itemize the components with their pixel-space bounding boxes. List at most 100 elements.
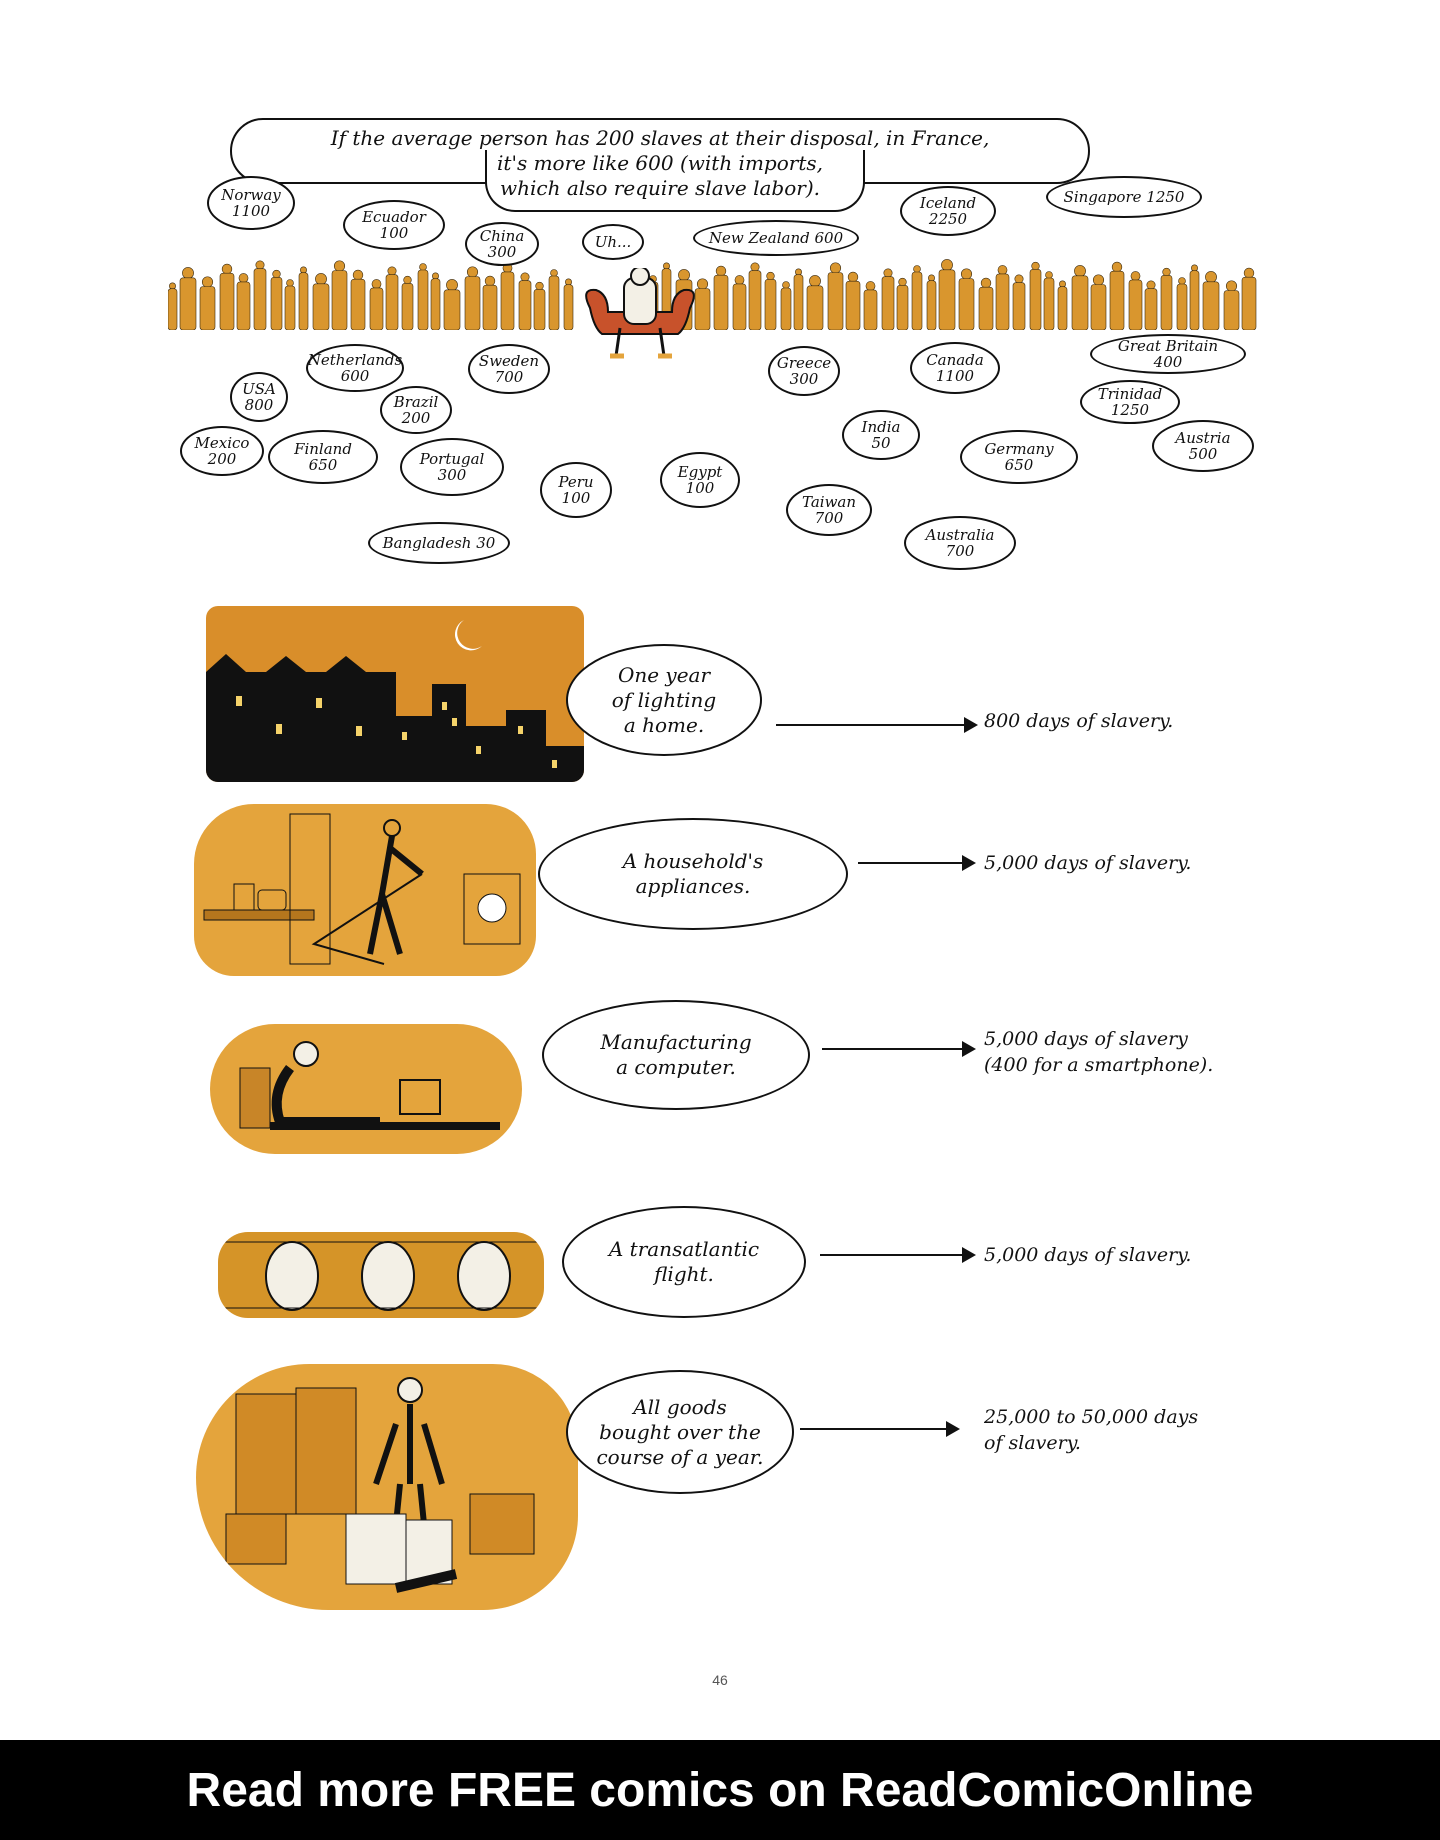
crowd-person-body (350, 278, 366, 330)
crowd-person-head (371, 279, 382, 289)
crowd-person-body (482, 284, 498, 330)
country-bubble: Norway 1100 (207, 176, 295, 230)
crowd-person-body (401, 283, 414, 330)
crowd-person-body (548, 275, 560, 330)
lighting-arrow (776, 717, 978, 733)
computer-result: 5,000 days of slavery (400 for a smartph… (984, 1028, 1214, 1076)
crowd-person-head (1146, 280, 1156, 290)
crowd-person-head (997, 265, 1008, 275)
crowd-person-body (369, 287, 384, 330)
crowd-person-body (845, 280, 861, 330)
crowd-person-body (995, 273, 1010, 330)
crowd-person-body (236, 281, 251, 330)
crowd-person-head (1074, 265, 1086, 277)
crowd-person-head (1178, 277, 1186, 285)
crowd-person-head (1014, 274, 1024, 284)
crowd-person-body (1012, 282, 1026, 330)
crowd-person-body (500, 271, 515, 330)
crowd-person-head (898, 277, 907, 287)
crowd-person-body (270, 277, 283, 330)
country-bubble: China 300 (465, 222, 539, 266)
crowd-person-body (694, 288, 711, 330)
promo-banner[interactable]: Read more FREE comics on ReadComicOnline (0, 1740, 1440, 1840)
crowd-person-body (978, 286, 994, 330)
country-bubble: Iceland 2250 (900, 186, 996, 236)
crowd-person-body (1043, 277, 1055, 330)
crowd-person-body (926, 280, 937, 330)
crowd-person-head (352, 269, 364, 281)
crowd-person-head (403, 275, 412, 285)
crowd-person-body (464, 276, 481, 330)
crowd-person-body (1029, 269, 1042, 330)
crowd-person-body (533, 289, 546, 330)
crowd-person-head (182, 267, 194, 279)
country-bubble: Ecuador 100 (343, 200, 445, 250)
crowd-person-head (565, 278, 572, 286)
crowd-person-body (806, 285, 824, 330)
crowd-person-body (1071, 275, 1089, 330)
appliances-arrow (858, 855, 976, 871)
crowd-person-head (766, 271, 775, 281)
crowd-person-body (896, 285, 909, 330)
crowd-person-head (960, 268, 973, 280)
shopping-man-illustration (225, 1377, 535, 1593)
goods-arrow (800, 1421, 960, 1437)
crowd-person-body (863, 289, 878, 330)
crowd-person-body (1128, 279, 1143, 330)
narration-bubble-lobe (485, 150, 865, 212)
flight-panel (218, 1232, 544, 1318)
crowd-person-body (1176, 283, 1188, 330)
crowd-person-body (443, 289, 461, 330)
crowd-person-head (980, 277, 992, 289)
crowd-person-head (1111, 261, 1123, 273)
lighting-result: 800 days of slavery. (984, 710, 1174, 732)
country-bubble: Netherlands 600 (306, 344, 404, 392)
crowd-person-body (563, 284, 574, 330)
computer-arrow (822, 1041, 976, 1057)
country-bubble: Canada 1100 (910, 342, 1000, 394)
city-night-panel (206, 606, 584, 782)
crowd-person-head (432, 272, 439, 280)
appliances-result: 5,000 days of slavery. (984, 852, 1192, 874)
crowd-person-body (793, 274, 804, 330)
crowd-person-head (715, 265, 727, 277)
character-speech-bubble: Uh... (582, 224, 644, 260)
lighting-home-bubble: One year of lighting a home. (566, 644, 762, 756)
flight-result: 5,000 days of slavery. (984, 1244, 1192, 1266)
crowd-person-head (1205, 271, 1217, 283)
crowd-person-head (1243, 267, 1255, 279)
country-bubble: Trinidad 1250 (1080, 380, 1180, 424)
crowd-person-head (928, 274, 935, 282)
crowd-person-head (315, 273, 327, 285)
crowd-person-body (1241, 276, 1257, 330)
goods-bubble: All goods bought over the course of a ye… (566, 1370, 794, 1494)
comic-page: If the average person has 200 slaves at … (168, 118, 1257, 1688)
crowd-person-body (430, 278, 441, 330)
crowd-person-head (829, 262, 842, 274)
crowd-person-head (734, 275, 745, 285)
vacuuming-man-illustration (203, 813, 521, 965)
crowd-person-body (1057, 286, 1068, 330)
crowd-person-body (958, 278, 975, 330)
country-bubble: Singapore 1250 (1046, 176, 1202, 218)
crowd-person-body (1090, 284, 1107, 330)
crowd-person-body (911, 271, 923, 330)
plane-windows-illustration (218, 1241, 544, 1311)
crowd-person-head (238, 273, 249, 283)
crowd-person-head (1031, 261, 1040, 271)
country-bubble: Peru 100 (540, 462, 612, 518)
country-bubble: Bangladesh 30 (368, 522, 510, 564)
crowd-person-head (419, 263, 427, 271)
crowd-person-head (466, 266, 479, 278)
country-bubble: Germany 650 (960, 430, 1078, 484)
crowd-person-body (1109, 270, 1125, 330)
crowd-person-head (550, 269, 558, 277)
crowd-person-body (1144, 288, 1158, 330)
crowd-person-head (286, 279, 294, 287)
crowd-person-head (1191, 264, 1198, 272)
crowd-person-head (1225, 280, 1238, 292)
crowd-person-head (446, 279, 458, 291)
country-bubble: Taiwan 700 (786, 484, 872, 536)
crowd-person-body (284, 285, 296, 330)
crowd-person-body (253, 268, 267, 330)
